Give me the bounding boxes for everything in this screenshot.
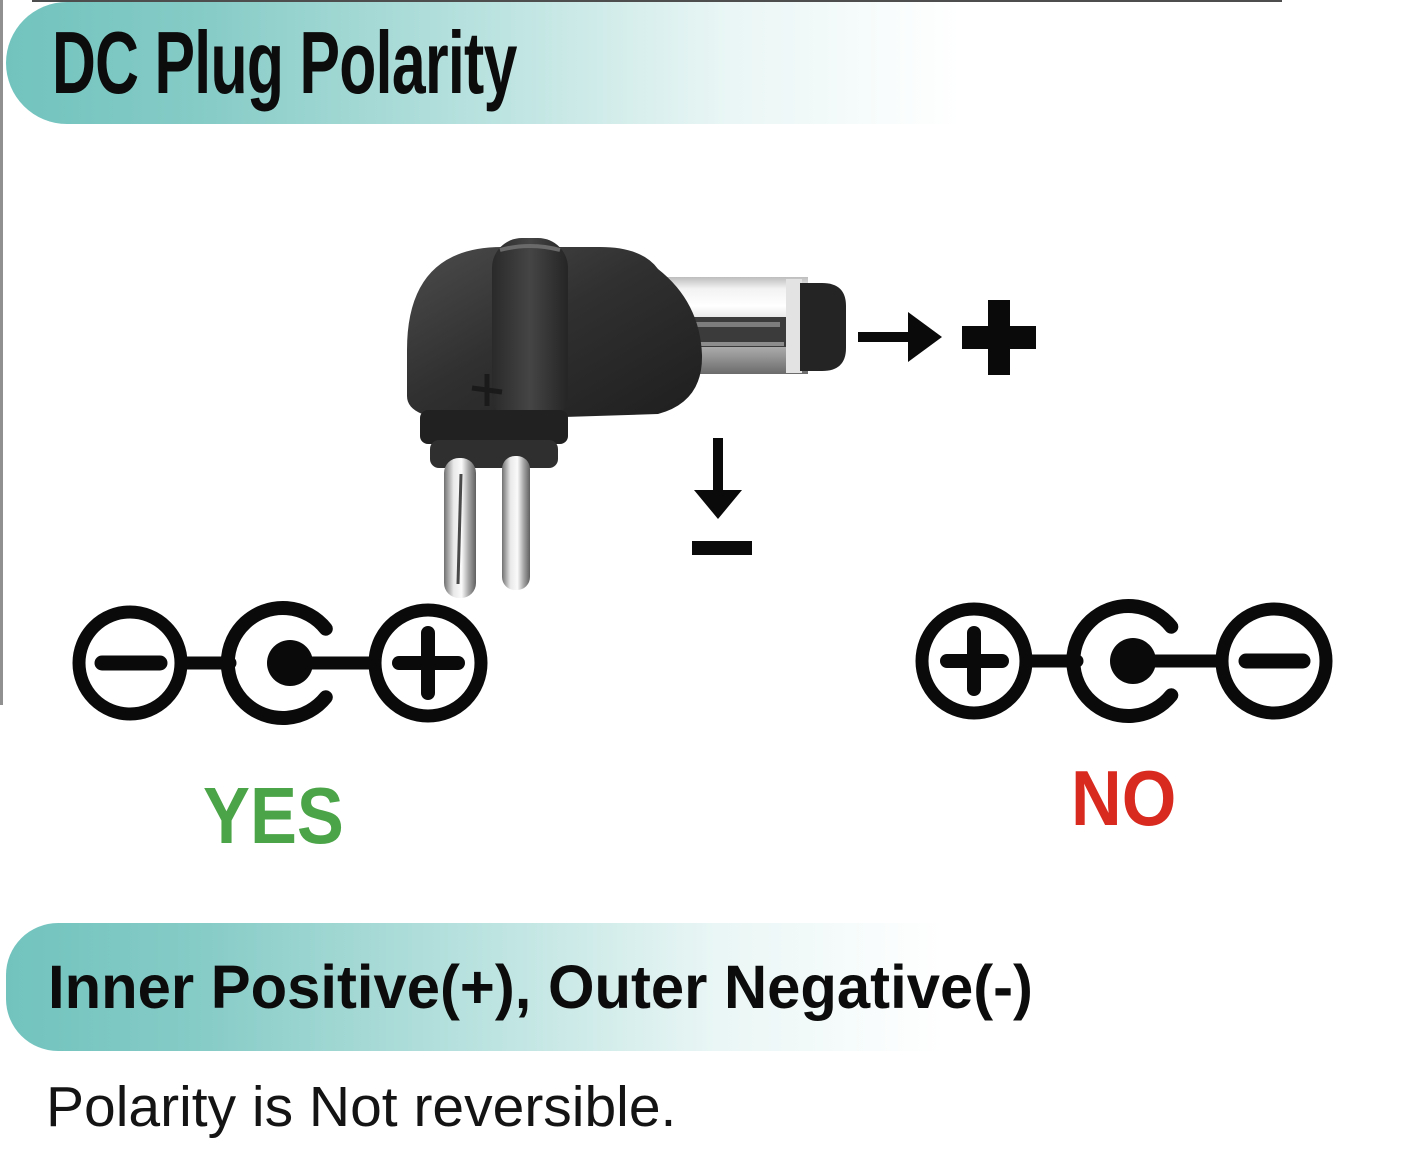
barrel-jack-sleeve-arc: [1066, 599, 1179, 723]
tip-polarity-annotation: [858, 300, 1036, 375]
plug-mold-mark: [471, 374, 503, 406]
plug-collar: [492, 238, 568, 424]
plug-barrel-end-ring: [786, 279, 802, 373]
plug-collar-highlight: [499, 244, 561, 252]
polarity-correct-symbol: [72, 601, 488, 725]
plus-icon: [962, 300, 1036, 375]
barrel-jack-sleeve-arc: [220, 601, 333, 725]
screenshot-top-edge-line: [32, 0, 1282, 2]
verdict-no-label: NO: [1071, 754, 1177, 842]
plug-base-step1: [420, 410, 568, 444]
arrow-right-icon: [858, 312, 942, 362]
polarity-wrong-symbol: [915, 599, 1333, 723]
negative-terminal-circle: [1215, 602, 1333, 720]
plug-pin-right: [502, 456, 530, 590]
arrow-down-icon: [694, 438, 742, 519]
verdict-yes-label: YES: [203, 771, 344, 860]
center-pin-dot: [1110, 638, 1156, 684]
page-title: DC Plug Polarity: [52, 13, 517, 112]
plug-tip: [800, 283, 846, 371]
polarity-note: Polarity is Not reversible.: [46, 1075, 677, 1139]
footer-banner: Inner Positive(+), Outer Negative(-): [6, 923, 1048, 1051]
plug-pin-left-seam: [456, 473, 463, 585]
sleeve-polarity-annotation: [692, 438, 752, 555]
polarity-spec-title: Inner Positive(+), Outer Negative(-): [48, 952, 1033, 1021]
positive-terminal-circle: [368, 603, 488, 723]
dc-plug-photo: [407, 238, 846, 598]
center-pin-dot: [267, 640, 313, 686]
screenshot-left-edge-line: [0, 0, 3, 705]
minus-icon: [692, 541, 752, 555]
header-banner: DC Plug Polarity: [6, 2, 1066, 124]
